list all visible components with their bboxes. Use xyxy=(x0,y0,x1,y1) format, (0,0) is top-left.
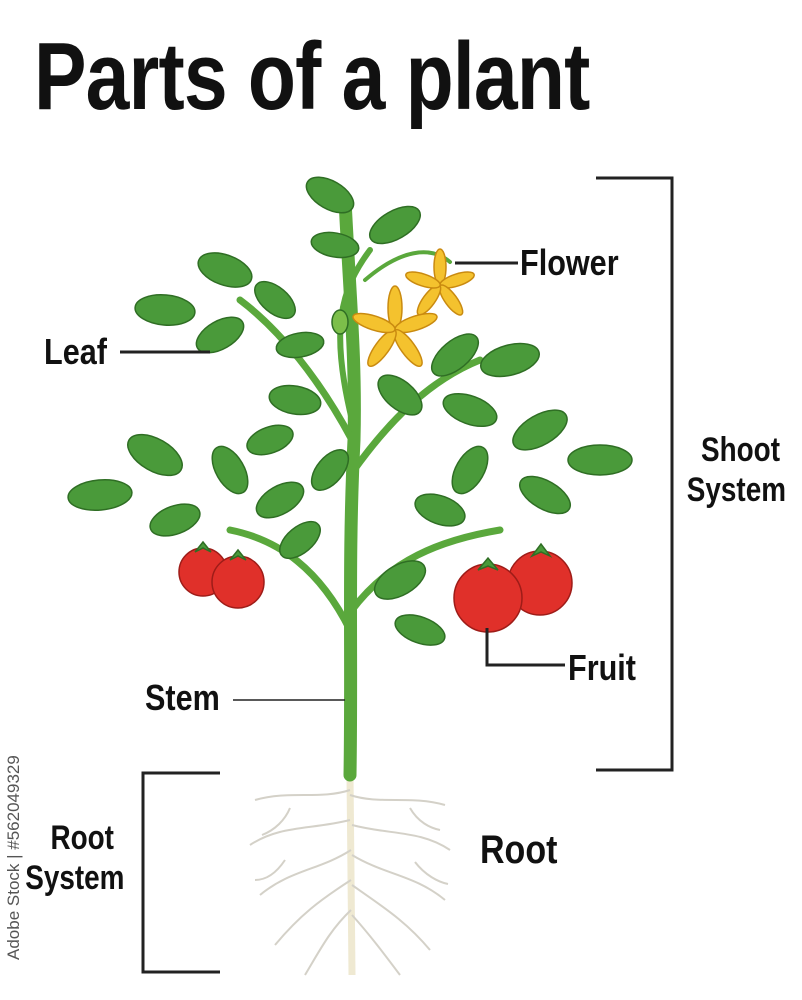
stem-illustration xyxy=(226,193,504,782)
pointer-lines xyxy=(120,261,565,701)
shoot-system-line1: Shoot xyxy=(701,431,780,469)
shoot-system-bracket xyxy=(596,176,674,772)
root-illustration xyxy=(249,774,451,976)
root-system-line2: System xyxy=(25,859,125,897)
leaf-label: Leaf xyxy=(44,331,107,372)
stock-watermark: Adobe Stock | #562049329 xyxy=(4,755,23,960)
shoot-system-line2: System xyxy=(686,471,786,509)
root-system-label: Root System xyxy=(25,818,124,898)
fruit-label: Fruit xyxy=(568,647,636,688)
root-label: Root xyxy=(480,828,558,872)
shoot-system-label: Shoot System xyxy=(687,430,786,510)
flowers xyxy=(331,248,475,368)
root-system-line1: Root xyxy=(50,819,114,857)
stem-label: Stem xyxy=(145,677,220,718)
page-title: Parts of a plant xyxy=(34,23,590,130)
leaves xyxy=(67,176,633,646)
flower-label: Flower xyxy=(520,242,619,283)
root-system-bracket xyxy=(141,771,220,974)
fruits xyxy=(178,540,573,633)
